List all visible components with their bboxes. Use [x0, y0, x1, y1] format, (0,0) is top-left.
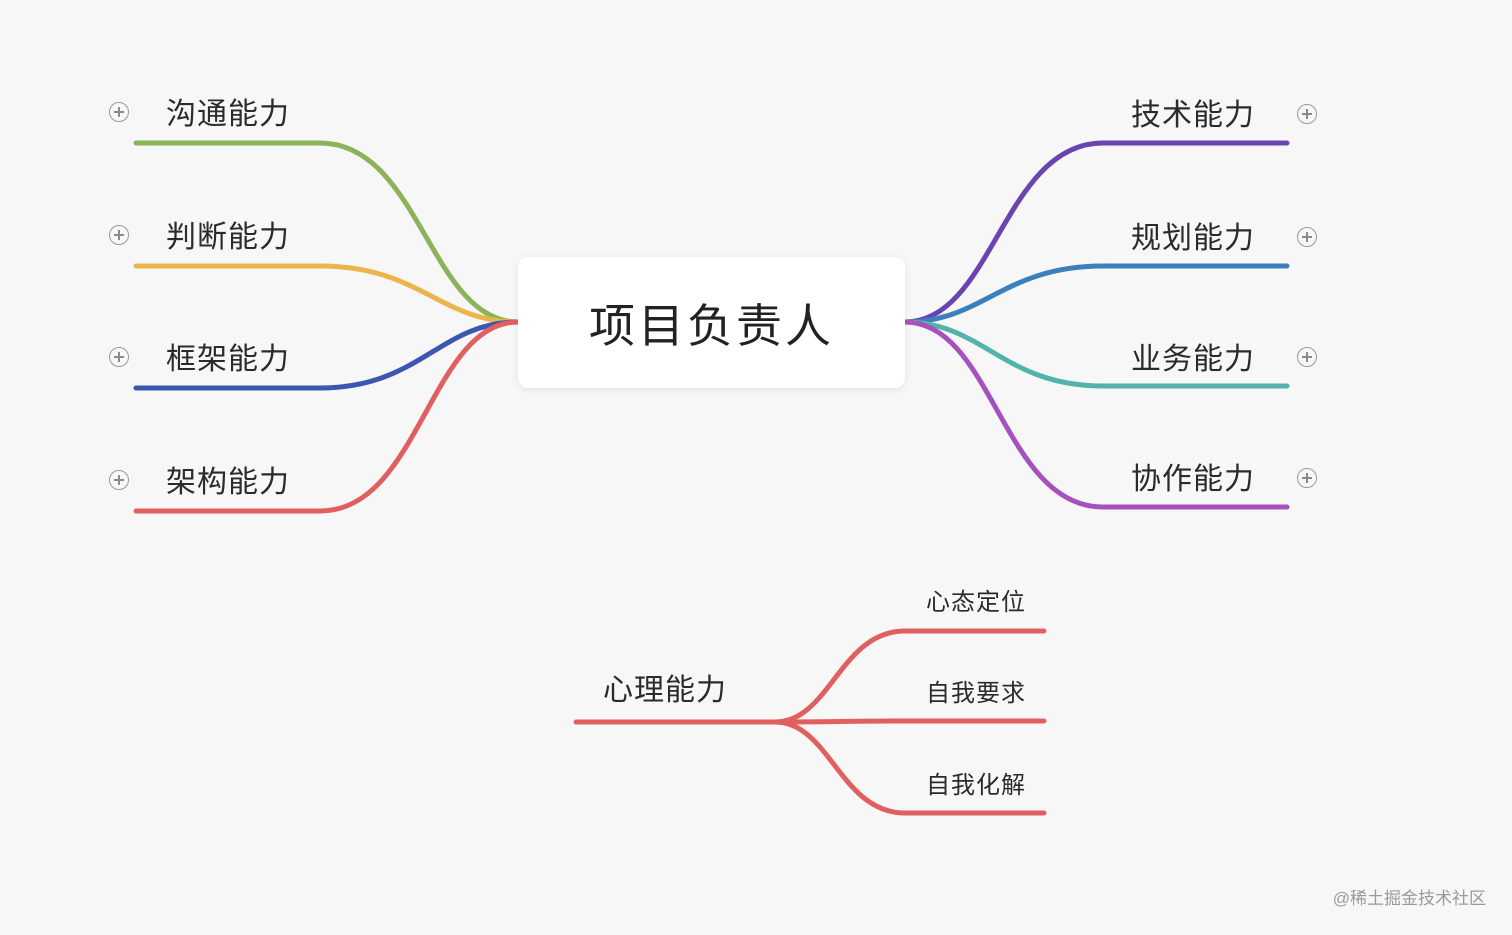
edge-architecture — [133, 319, 521, 514]
edge-self-relief — [772, 719, 1047, 816]
expand-judgment-button[interactable] — [109, 225, 129, 245]
expand-architecture-button[interactable] — [109, 470, 129, 490]
edge-business — [902, 319, 1290, 389]
sub-root-label[interactable]: 心理能力 — [603, 673, 727, 708]
expand-collaboration-button[interactable] — [1297, 468, 1317, 488]
edge-communication — [133, 140, 521, 325]
edge-technical — [902, 140, 1290, 325]
edge-mindset — [772, 628, 1047, 725]
branch-label-judgment[interactable]: 判断能力 — [166, 220, 290, 255]
branch-label-communication[interactable]: 沟通能力 — [166, 97, 290, 132]
expand-communication-button[interactable] — [109, 102, 129, 122]
sub-child-label-self-demand[interactable]: 自我要求 — [926, 679, 1026, 707]
branch-label-architecture[interactable]: 架构能力 — [166, 465, 290, 500]
branch-label-planning[interactable]: 规划能力 — [1131, 221, 1255, 256]
edge-judgment — [133, 263, 521, 325]
expand-technical-button[interactable] — [1297, 104, 1317, 124]
expand-business-button[interactable] — [1297, 347, 1317, 367]
edge-collaboration — [902, 319, 1290, 510]
center-node-label: 项目负责人 — [589, 298, 834, 353]
branch-label-framework[interactable]: 框架能力 — [166, 342, 290, 377]
sub-child-label-mindset[interactable]: 心态定位 — [926, 588, 1026, 616]
edge-planning — [902, 263, 1290, 325]
sub-child-label-self-relief[interactable]: 自我化解 — [926, 771, 1026, 799]
branch-label-business[interactable]: 业务能力 — [1131, 342, 1255, 377]
expand-planning-button[interactable] — [1297, 227, 1317, 247]
edge-framework — [133, 319, 521, 391]
center-node[interactable]: 项目负责人 — [518, 257, 905, 388]
edge-self-demand — [772, 718, 1047, 725]
branch-label-collaboration[interactable]: 协作能力 — [1131, 462, 1255, 497]
watermark: @稀土掘金技术社区 — [1332, 889, 1486, 908]
expand-framework-button[interactable] — [109, 347, 129, 367]
branch-label-technical[interactable]: 技术能力 — [1131, 98, 1255, 133]
